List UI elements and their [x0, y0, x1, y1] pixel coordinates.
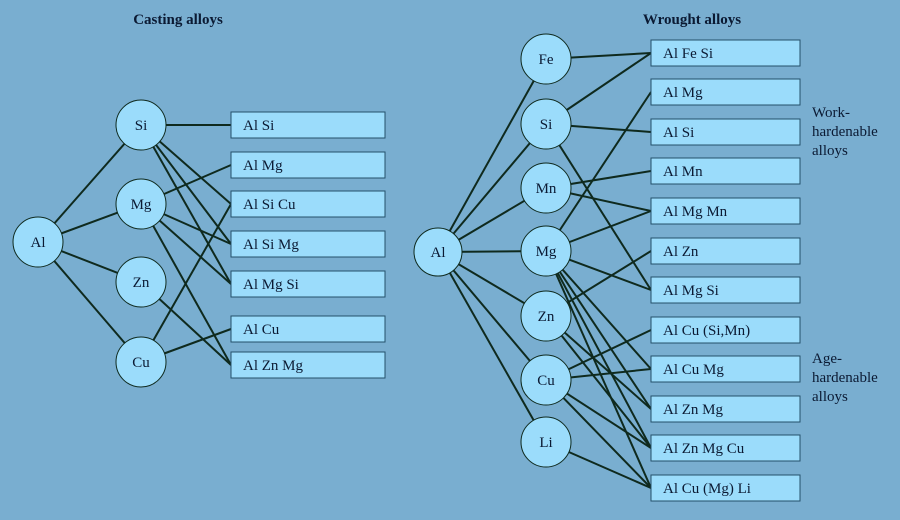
casting-alloy-box: [230, 111, 386, 139]
wrought-node-mg: [520, 225, 572, 277]
wrought-alloys-title: Wrought alloys: [642, 12, 742, 28]
wrought-alloy-label: Al Si: [663, 125, 694, 141]
wrought-alloy-label: Al Zn: [663, 244, 699, 260]
wrought-node-cu-label: Cu: [537, 373, 555, 389]
wrought-edge: [545, 250, 652, 370]
casting-alloy-box: [230, 230, 386, 258]
casting-edge-al-cu: [37, 241, 142, 363]
casting-alloy-label: Al Cu: [243, 322, 280, 338]
wrought-node-zn-label: Zn: [538, 309, 555, 325]
wrought-node-al-label: Al: [431, 245, 446, 261]
wrought-node-al: [413, 227, 463, 277]
wrought-alloy-label: Al Cu Mg: [663, 362, 724, 378]
wrought-edge: [545, 91, 652, 252]
note-line: alloys: [812, 389, 848, 405]
casting-alloy-box: [230, 270, 386, 298]
casting-node-si: [115, 99, 167, 151]
casting-alloy-box: [230, 351, 386, 379]
wrought-node-fe: [520, 33, 572, 85]
wrought-alloy-label: Al Mn: [663, 164, 703, 180]
wrought-alloy-box: [650, 237, 801, 265]
casting-edge-al-si: [37, 124, 142, 243]
casting-node-cu: [115, 336, 167, 388]
wrought-alloy-label: Al Zn Mg: [663, 402, 724, 418]
wrought-edge-al-cu: [437, 251, 547, 381]
casting-node-zn: [115, 256, 167, 308]
wrought-alloy-box: [650, 276, 801, 304]
wrought-alloy-label: Al Mg Mn: [663, 204, 728, 220]
casting-node-al: [12, 216, 64, 268]
wrought-node-fe-label: Fe: [539, 52, 554, 68]
wrought-node-si-label: Si: [540, 117, 553, 133]
work-hardenable-note: Work- hardenable alloys: [812, 104, 878, 161]
wrought-alloy-label: Al Cu (Mg) Li: [663, 481, 751, 497]
wrought-node-cu: [520, 354, 572, 406]
wrought-node-mg-label: Mg: [536, 244, 557, 260]
casting-alloy-label: Al Zn Mg: [243, 358, 304, 374]
wrought-node-li: [520, 416, 572, 468]
casting-alloy-label: Al Si Cu: [243, 197, 296, 213]
casting-alloy-box: [230, 151, 386, 179]
casting-node-mg-label: Mg: [131, 197, 152, 213]
wrought-alloy-box: [650, 316, 801, 344]
wrought-edge: [545, 315, 652, 449]
casting-node-si-label: Si: [135, 118, 148, 134]
edges: [37, 52, 652, 489]
casting-edge: [140, 203, 232, 363]
casting-alloy-label: Al Si Mg: [243, 237, 299, 253]
note-line: Work-: [812, 105, 850, 121]
wrought-alloy-box: [650, 474, 801, 502]
note-line: alloys: [812, 143, 848, 159]
wrought-alloy-label: Al Cu (Si,Mn): [663, 323, 750, 339]
wrought-alloy-label: Al Fe Si: [663, 46, 713, 62]
casting-node-mg: [115, 178, 167, 230]
wrought-alloy-box: [650, 197, 801, 225]
casting-alloy-label: Al Si: [243, 118, 274, 134]
casting-node-al-label: Al: [31, 235, 46, 251]
wrought-alloy-box: [650, 78, 801, 106]
wrought-edge-al-si: [437, 123, 547, 253]
wrought-node-mn-label: Mn: [536, 181, 557, 197]
wrought-edge: [545, 250, 652, 410]
wrought-alloy-label: Al Mg: [663, 85, 703, 101]
wrought-alloy-label: Al Zn Mg Cu: [663, 441, 745, 457]
casting-alloy-label: Al Mg: [243, 158, 283, 174]
casting-node-cu-label: Cu: [132, 355, 150, 371]
casting-node-zn-label: Zn: [133, 275, 150, 291]
wrought-node-si: [520, 98, 572, 150]
wrought-alloy-box: [650, 39, 801, 67]
note-line: Age-: [812, 351, 842, 367]
wrought-edge: [545, 250, 652, 449]
note-line: hardenable: [812, 124, 878, 140]
casting-alloys-title: Casting alloys: [133, 12, 223, 28]
casting-alloy-box: [230, 190, 386, 218]
wrought-edge-al-fe: [437, 58, 547, 253]
wrought-node-zn: [520, 290, 572, 342]
wrought-node-mn: [520, 162, 572, 214]
casting-alloy-box: [230, 315, 386, 343]
wrought-alloy-label: Al Mg Si: [663, 283, 719, 299]
age-hardenable-note: Age- hardenable alloys: [812, 350, 878, 407]
casting-edge: [140, 124, 232, 285]
wrought-alloy-box: [650, 157, 801, 185]
wrought-alloy-box: [650, 118, 801, 146]
wrought-edge-al-li: [437, 251, 547, 443]
casting-alloy-label: Al Mg Si: [243, 277, 299, 293]
wrought-alloy-box: [650, 395, 801, 423]
note-line: hardenable: [812, 370, 878, 386]
wrought-alloy-box: [650, 434, 801, 462]
wrought-alloy-box: [650, 355, 801, 383]
wrought-node-li-label: Li: [539, 435, 552, 451]
wrought-edge: [545, 250, 652, 489]
